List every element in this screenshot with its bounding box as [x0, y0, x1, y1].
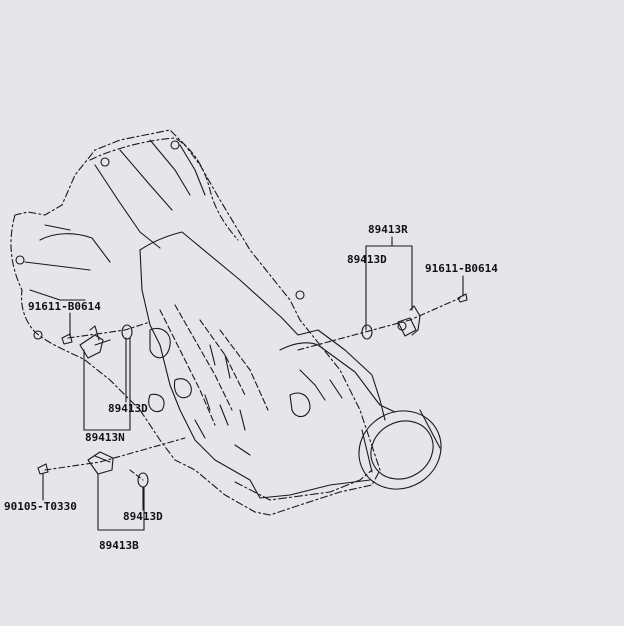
bolt-left [61, 333, 73, 345]
bolt-hole [295, 290, 305, 300]
leader-89413R [365, 236, 413, 331]
output-flange-side [361, 409, 441, 473]
sensor-left [79, 325, 111, 359]
part-label-89413D-left: 89413D [108, 402, 148, 415]
bell-housing-outline [10, 129, 381, 516]
part-label-89413N: 89413N [85, 431, 125, 444]
oring-left [121, 324, 133, 340]
part-label-89413D-bottom: 89413D [123, 510, 163, 523]
bolt-hole [33, 330, 43, 340]
output-flange-inner [370, 420, 434, 480]
extension-housing [279, 342, 396, 413]
oil-pan [234, 469, 373, 501]
sensor-bottom [87, 451, 114, 475]
centerline-bottom-oring [129, 469, 144, 481]
bolt-hole [15, 255, 25, 265]
main-case-lower [139, 249, 371, 499]
part-label-91611-right: 91611-B0614 [425, 262, 498, 275]
centerline-right [297, 297, 461, 351]
bolt-bottom [37, 463, 49, 475]
sensor-right-ring [397, 321, 407, 331]
valve-ports [194, 344, 251, 456]
centerline-bottom [44, 437, 186, 471]
oring-right [361, 324, 373, 340]
centerline-left [67, 321, 151, 339]
part-label-90105: 90105-T0330 [4, 500, 77, 513]
valve-body [148, 327, 192, 413]
part-label-89413B: 89413B [99, 539, 139, 552]
leader-89413N [83, 337, 131, 431]
bolt-hole [100, 157, 110, 167]
leader-89413B [97, 473, 145, 531]
flange-top [89, 137, 239, 241]
case-ribs [94, 139, 206, 249]
output-flange-outer [358, 410, 442, 490]
main-case [139, 231, 386, 421]
part-label-91611-left: 91611-B0614 [28, 300, 101, 313]
part-label-89413R: 89413R [368, 223, 408, 236]
bell-inner [24, 224, 111, 301]
sensor-right [397, 305, 421, 337]
part-label-89413D-right: 89413D [347, 253, 387, 266]
extension-detail [289, 369, 343, 418]
side-ribs [159, 304, 269, 426]
bolt-hole [170, 140, 180, 150]
